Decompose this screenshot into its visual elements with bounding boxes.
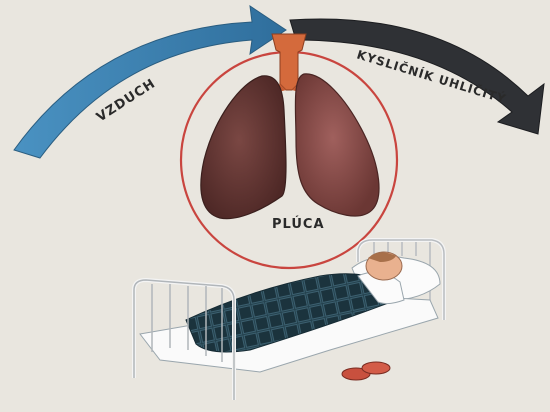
lungs-label: PLÚCA [272,216,325,232]
